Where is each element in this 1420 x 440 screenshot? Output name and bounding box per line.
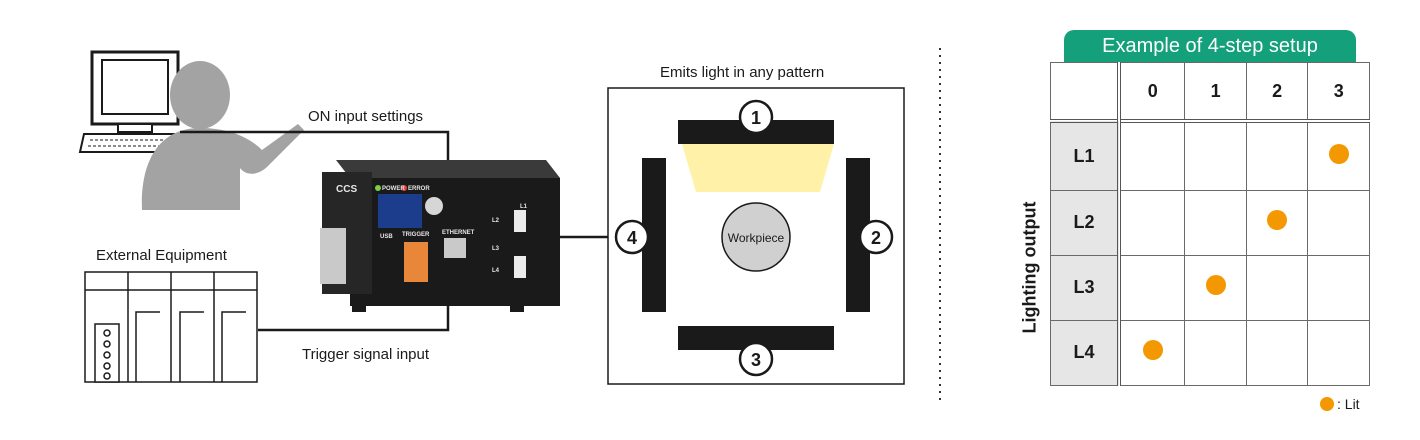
lit-legend-text: : Lit	[1337, 396, 1360, 412]
table-title: Example of 4-step setup	[1064, 30, 1356, 62]
lit-indicator	[1205, 275, 1226, 296]
table-row: L4	[1050, 319, 1370, 387]
table-cell	[1118, 119, 1186, 191]
light-number-4: 4	[627, 228, 637, 248]
device-trigger-label: TRIGGER	[402, 232, 430, 238]
light-number-2: 2	[871, 228, 881, 248]
lighting-output-axis-label: Lighting output	[1019, 201, 1040, 334]
lit-indicator	[1328, 144, 1349, 164]
on-input-label: ON input settings	[308, 108, 424, 125]
table-cell	[1307, 319, 1370, 387]
table-row-header: L2	[1050, 189, 1121, 256]
device-output-l1: L1	[520, 204, 528, 210]
table-cell	[1307, 254, 1370, 321]
table-corner-cell	[1050, 62, 1121, 122]
light-marker-2	[858, 219, 894, 255]
table-cell	[1118, 189, 1186, 256]
legend: : Lit	[1320, 396, 1360, 412]
emits-light-label: Emits light in any pattern	[660, 64, 825, 81]
table-cell	[1118, 254, 1186, 321]
table-cell	[1245, 319, 1309, 387]
table-cell	[1184, 119, 1247, 191]
device-output-l4: L4	[492, 268, 500, 274]
device-ethernet-label: ETHERNET	[442, 230, 475, 236]
device-brand: CCS	[336, 184, 357, 195]
device-power-label: POWER	[382, 186, 405, 192]
device-output-l3: L3	[492, 246, 500, 252]
table-cell	[1118, 319, 1186, 387]
light-glow	[682, 144, 834, 192]
table-row: L1	[1050, 119, 1370, 191]
connection-lines	[180, 130, 608, 332]
lit-legend-dot	[1320, 397, 1334, 411]
table-cell	[1245, 189, 1309, 256]
plc-icon	[84, 271, 258, 383]
table-cell	[1307, 189, 1370, 256]
device-output-l2: L2	[492, 218, 500, 224]
light-marker-1	[738, 99, 774, 135]
table-row-header: L4	[1050, 319, 1121, 387]
table-cell	[1245, 119, 1309, 191]
workpiece	[721, 202, 791, 272]
light-number-3: 3	[751, 350, 761, 370]
table-cell	[1245, 254, 1309, 321]
table-column-header: 1	[1184, 62, 1247, 122]
table-column-header: 3	[1307, 62, 1370, 122]
table-row-header: L1	[1050, 119, 1121, 191]
table-cell	[1184, 189, 1247, 256]
lit-indicator	[1142, 340, 1163, 361]
table-cell	[1184, 319, 1247, 387]
device-usb-label: USB	[380, 234, 393, 240]
light-marker-3	[738, 341, 774, 377]
table-row-header: L3	[1050, 254, 1121, 321]
table-column-header: 0	[1118, 62, 1186, 122]
workpiece-label: Workpiece	[728, 231, 785, 245]
lit-indicator	[1267, 210, 1288, 231]
step-table: 0 1 2 3 L1 L2 L3 L4	[1050, 62, 1370, 387]
external-equipment-label: External Equipment	[96, 247, 227, 264]
light-number-1: 1	[751, 108, 761, 128]
controller-device	[320, 160, 560, 312]
table-cell	[1307, 119, 1370, 191]
table-column-header: 2	[1245, 62, 1309, 122]
table-row: L3	[1050, 254, 1370, 321]
trigger-signal-label: Trigger signal input	[302, 346, 430, 363]
person-silhouette	[141, 61, 304, 210]
device-error-label: ERROR	[408, 186, 430, 192]
light-marker-4	[614, 219, 650, 255]
table-row: L2	[1050, 189, 1370, 256]
table-cell	[1184, 254, 1247, 321]
table-header-row: 0 1 2 3	[1050, 62, 1370, 122]
